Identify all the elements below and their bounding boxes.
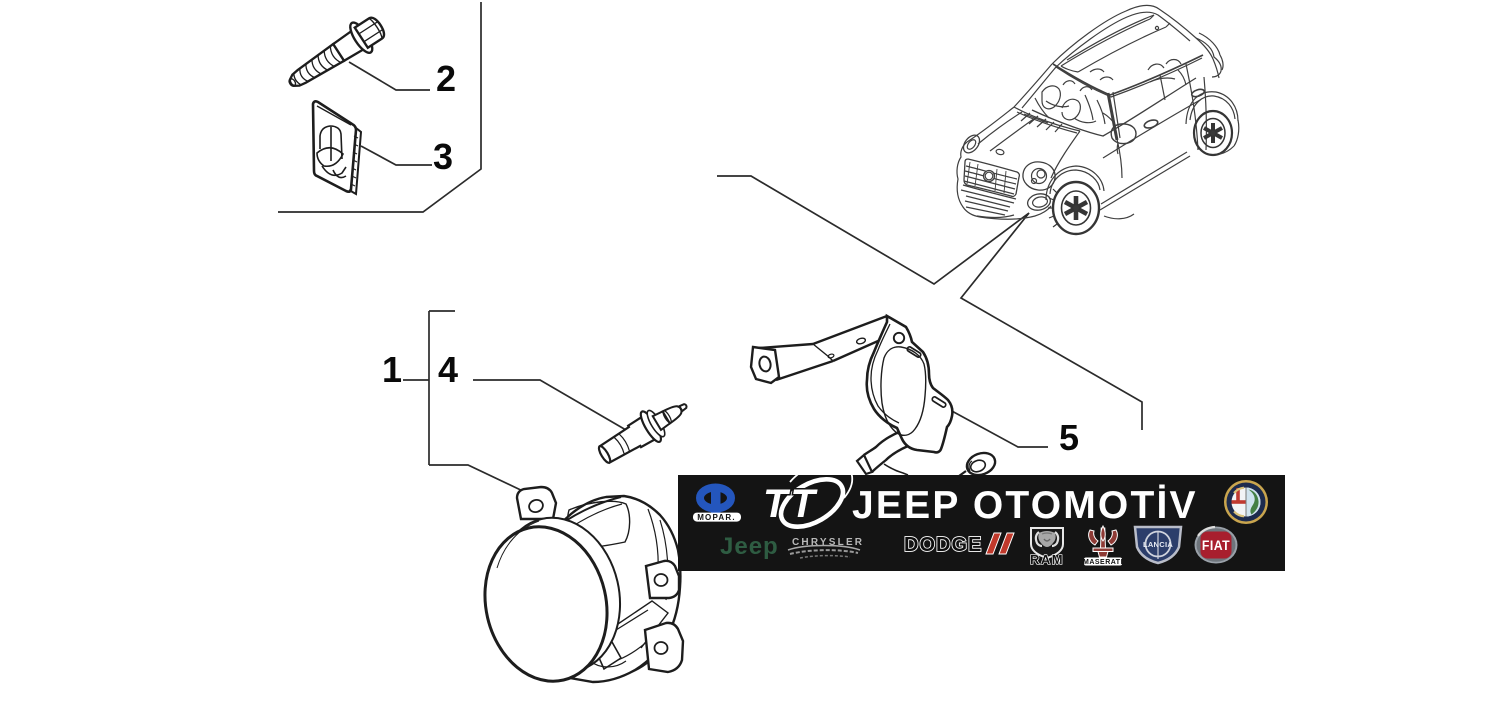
- svg-text:3: 3: [433, 136, 453, 177]
- svg-text:4: 4: [438, 349, 458, 390]
- svg-text:JEEP OTOMOTİV: JEEP OTOMOTİV: [852, 484, 1198, 527]
- svg-text:CHRYSLER: CHRYSLER: [792, 537, 864, 548]
- svg-text:1: 1: [382, 349, 402, 390]
- svg-text:LANCIA: LANCIA: [1143, 540, 1173, 549]
- svg-text:5: 5: [1059, 417, 1079, 458]
- svg-text:MASERATI: MASERATI: [1083, 559, 1123, 566]
- svg-text:MOPAR.: MOPAR.: [697, 513, 736, 522]
- svg-text:FIAT: FIAT: [1202, 537, 1230, 553]
- svg-text:TT: TT: [763, 482, 818, 526]
- svg-text:RAM: RAM: [1030, 552, 1064, 567]
- svg-text:2: 2: [436, 58, 456, 99]
- svg-text:Jeep: Jeep: [720, 533, 779, 560]
- svg-text:DODGE: DODGE: [904, 534, 982, 556]
